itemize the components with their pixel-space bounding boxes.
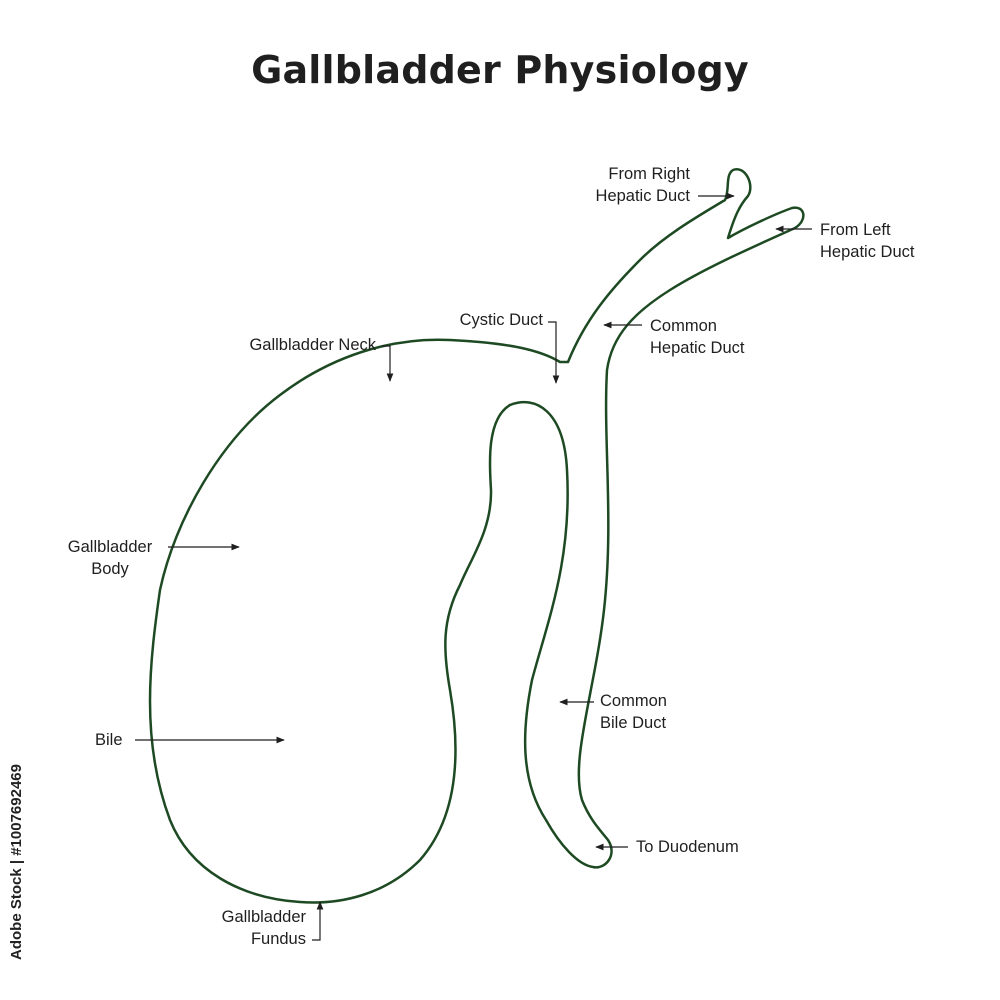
label-line: Bile Duct [600, 714, 667, 732]
gallbladder-outline [148, 167, 805, 904]
label-bile: Bile [95, 729, 123, 751]
diagram-title: Gallbladder Physiology [251, 48, 749, 92]
label-line: Cystic Duct [459, 311, 543, 329]
label-to-duodenum: To Duodenum [636, 836, 739, 858]
label-gallbladder-fundus: Gallbladder Fundus [222, 906, 306, 950]
label-line: Common [600, 692, 667, 710]
label-gallbladder-neck: Gallbladder Neck [249, 334, 376, 356]
label-common-hepatic-duct: Common Hepatic Duct [650, 315, 744, 359]
label-line: Hepatic Duct [820, 243, 915, 261]
label-cystic-duct: Cystic Duct [460, 309, 543, 331]
label-line: To Duodenum [636, 838, 739, 856]
label-line: Gallbladder [221, 908, 306, 926]
arrow-cystic-duct [548, 321, 560, 384]
label-line: Hepatic Duct [650, 339, 745, 357]
label-line: Bile [95, 731, 123, 749]
label-line: Gallbladder [67, 538, 153, 556]
label-left-hepatic-duct: From Left Hepatic Duct [820, 219, 914, 263]
label-line: Fundus [250, 930, 306, 948]
arrow-fundus [312, 901, 324, 941]
label-line: Hepatic Duct [595, 187, 690, 205]
label-line: Common [650, 317, 717, 335]
leader-lines [135, 192, 812, 941]
label-line: Gallbladder Neck [249, 336, 376, 354]
stock-watermark-id: Adobe Stock | #1007692469 [8, 764, 25, 960]
label-line: Body [91, 560, 129, 578]
label-line: From Left [820, 221, 891, 239]
label-line: From Right [608, 165, 690, 183]
label-gallbladder-body: Gallbladder Body [50, 536, 170, 580]
label-right-hepatic-duct: From Right Hepatic Duct [596, 163, 690, 207]
arrow-neck [382, 345, 394, 382]
label-common-bile-duct: Common Bile Duct [600, 690, 667, 734]
